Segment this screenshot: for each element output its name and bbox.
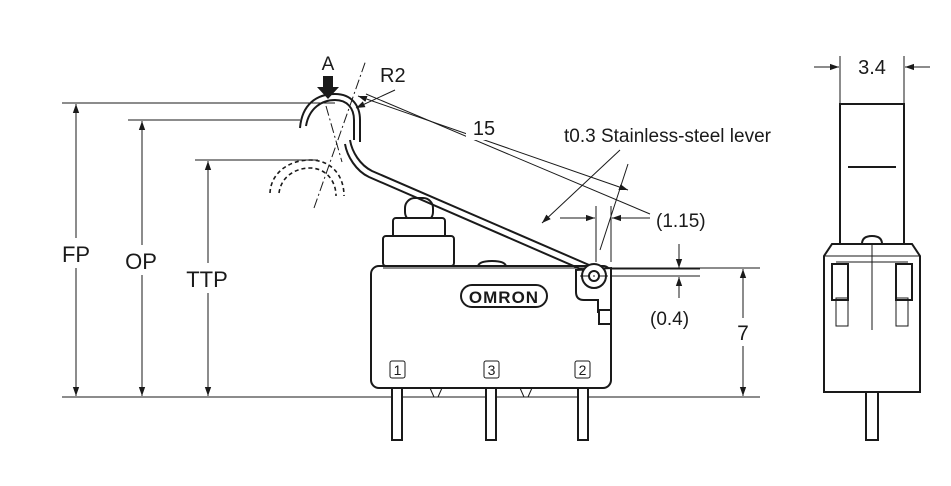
length-15-right-extension	[599, 163, 629, 251]
terminal-3-label: 3	[488, 362, 496, 378]
dim-7-label-bg	[733, 318, 753, 346]
side-lever-block	[839, 103, 905, 245]
radius-leader	[355, 89, 396, 109]
operated-roller-ghost	[269, 159, 345, 197]
lever-centerline	[313, 59, 367, 209]
ttp-label-bg	[180, 263, 236, 293]
fp-label-bg	[56, 238, 96, 268]
terminal-1	[391, 387, 403, 441]
terminal-1-label: 1	[394, 362, 402, 378]
terminal-1-marker	[389, 360, 406, 379]
op-label-bg	[118, 245, 164, 275]
fp-label: FP	[62, 242, 90, 267]
side-tab-right	[895, 297, 909, 327]
op-label: OP	[125, 249, 157, 274]
side-plunger-tip	[860, 234, 884, 245]
plunger-housing	[382, 235, 455, 267]
lever-material-label: t0.3 Stainless-steel lever	[564, 126, 772, 147]
side-bracket-left	[831, 263, 849, 301]
length-15-dimension-line	[357, 95, 629, 191]
dim-115-label: (1.15)	[656, 211, 706, 232]
length-15-label: 15	[473, 118, 495, 140]
terminal-3-marker	[483, 360, 500, 379]
side-view: 3.4	[814, 56, 930, 441]
ttp-label: TTP	[186, 267, 228, 292]
omron-logo: OMRON	[469, 288, 539, 307]
radius-label: R2	[380, 65, 406, 87]
terminal-2-label: 2	[579, 362, 587, 378]
side-bracket-right	[895, 263, 913, 301]
side-tab-left	[835, 297, 849, 327]
dim-34-label: 3.4	[858, 57, 886, 79]
lever-stop	[598, 309, 612, 325]
switch-body	[370, 265, 612, 389]
lever-material-leader	[541, 149, 621, 224]
dim-04-label: (0.4)	[650, 309, 689, 330]
length-15-label-bg	[466, 114, 502, 140]
lever-roller-hook	[305, 98, 355, 140]
force-arrow-icon	[317, 76, 339, 99]
force-point-label: A	[322, 54, 335, 75]
front-view: FP OP TTP OMRON 1 3 2	[56, 54, 772, 441]
terminal-base-marks	[429, 387, 533, 398]
roller-centerline	[325, 105, 343, 163]
operated-roller-ghost-inner	[278, 167, 337, 197]
terminal-3	[485, 387, 497, 441]
side-terminal	[865, 391, 879, 441]
length-15-extension	[365, 93, 651, 215]
omron-logo-frame	[460, 284, 548, 308]
dim-7-label: 7	[737, 322, 749, 345]
terminal-2	[577, 387, 589, 441]
terminal-2-marker	[574, 360, 591, 379]
